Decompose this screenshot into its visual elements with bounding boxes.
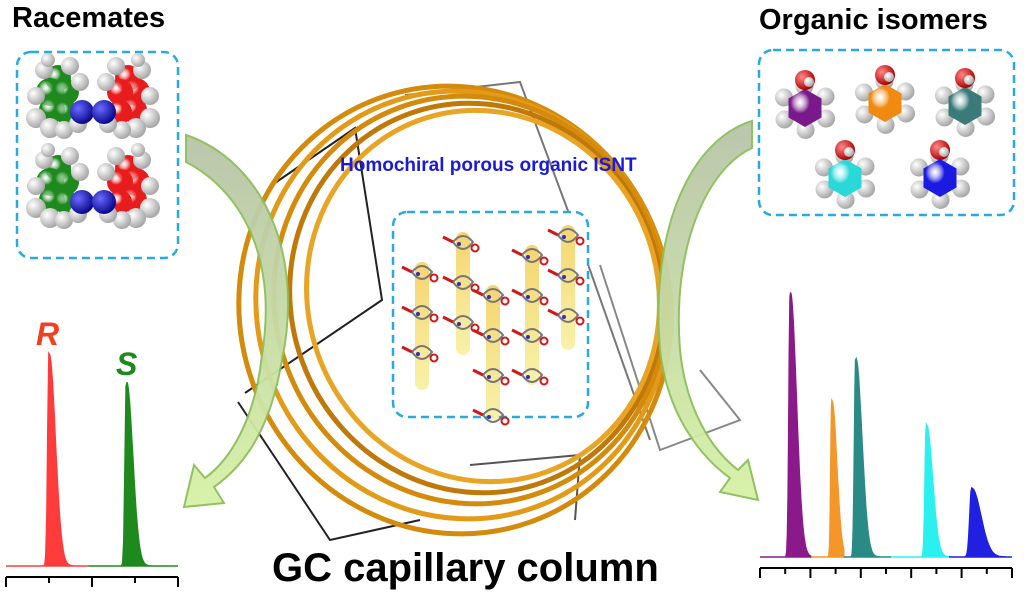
isomer-molecule <box>854 65 916 134</box>
isomer-molecule <box>934 68 996 137</box>
racemate-molecule-s <box>26 143 94 229</box>
racemate-chromatogram <box>5 351 179 587</box>
left-curved-arrow <box>182 133 290 509</box>
isomer-molecule <box>814 140 876 209</box>
gc-column-title: GC capillary column <box>272 546 659 590</box>
right-curved-arrow <box>657 119 760 502</box>
isomer-chromatogram <box>759 292 1013 578</box>
racemate-molecule-r <box>92 53 160 139</box>
peak-isomer-5 <box>949 486 1012 558</box>
peak-label-r: R <box>36 316 60 352</box>
racemate-molecule-s <box>26 53 94 139</box>
isomer-molecule <box>774 70 836 139</box>
isnt-nanotube <box>547 225 585 350</box>
peak-isomer-1 <box>760 292 812 558</box>
isnt-nanotube <box>442 232 480 355</box>
racemates-title: Racemates <box>12 2 166 34</box>
organic-isomers-title: Organic isomers <box>759 4 988 36</box>
isomer-molecule <box>909 140 971 209</box>
homochiral-isnt-label: Homochiral porous organic ISNT <box>340 155 637 176</box>
peak-r <box>6 351 88 567</box>
racemate-molecule-r <box>92 143 160 229</box>
isnt-nanotube <box>401 262 439 390</box>
peak-isomer-4 <box>891 421 950 558</box>
peak-isomer-3 <box>843 356 891 558</box>
peak-isomer-2 <box>811 397 845 558</box>
peak-s <box>87 382 178 567</box>
isnt-nanotube <box>472 285 510 426</box>
isnt-nanotube <box>511 245 549 386</box>
isnt-structure <box>401 225 585 426</box>
peak-label-s: S <box>116 346 138 382</box>
